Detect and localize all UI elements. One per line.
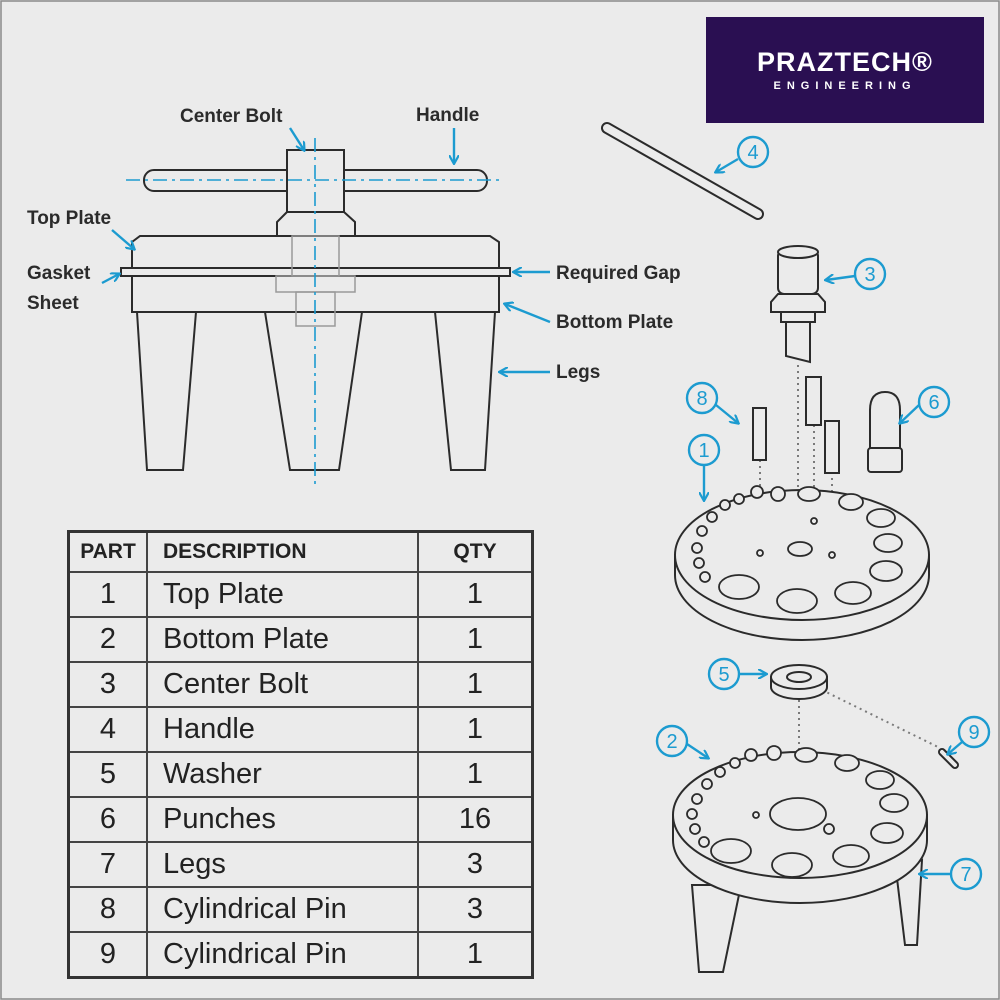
svg-text:5: 5 — [718, 664, 729, 686]
label-sheet: Sheet — [27, 293, 79, 314]
label-handle: Handle — [416, 105, 479, 126]
part-punch — [867, 390, 903, 473]
part-qty-cell: 3 — [417, 841, 534, 888]
label-center-bolt: Center Bolt — [180, 106, 283, 127]
label-bottom-plate: Bottom Plate — [556, 312, 673, 333]
brand-logo: PRAZTECH® ENGINEERING — [706, 17, 984, 123]
bolt-collar — [276, 211, 356, 237]
part-description-cell: Cylindrical Pin — [146, 886, 419, 933]
part-description-cell: Punches — [146, 796, 419, 843]
part-bottom-plate — [672, 745, 928, 973]
leader-arrows — [101, 127, 551, 372]
callout-3: 3 — [826, 257, 887, 291]
part-qty-cell: 1 — [417, 571, 534, 618]
center-lines — [126, 138, 500, 485]
callout-4: 4 — [716, 135, 770, 172]
arrow-gasket — [101, 274, 119, 285]
part-description-cell: Cylindrical Pin — [146, 931, 419, 979]
part-number-cell: 6 — [67, 796, 148, 843]
brand-tagline: ENGINEERING — [773, 79, 917, 92]
part-number-cell: 2 — [67, 616, 148, 663]
callouts: 4 3 8 6 1 5 9 — [655, 135, 991, 891]
callout-5: 5 — [707, 657, 766, 691]
part-number-cell: 4 — [67, 706, 148, 753]
leg-right — [433, 311, 497, 471]
part-qty-cell: 1 — [417, 661, 534, 708]
part-number-cell: 3 — [67, 661, 148, 708]
leg-left — [135, 311, 198, 471]
part-description-cell: Top Plate — [146, 571, 419, 618]
part-description-cell: Washer — [146, 751, 419, 798]
part-qty-cell: 16 — [417, 796, 534, 843]
part-description-cell: Handle — [146, 706, 419, 753]
header-description: DESCRIPTION — [146, 530, 419, 573]
callout-9: 9 — [948, 715, 991, 754]
part-washer — [770, 664, 828, 700]
part-top-plate — [674, 485, 930, 641]
callout-8: 8 — [685, 381, 738, 423]
part-description-cell: Bottom Plate — [146, 616, 419, 663]
part-number-cell: 1 — [67, 571, 148, 618]
part-center-bolt — [770, 245, 826, 364]
svg-text:6: 6 — [928, 392, 939, 414]
label-legs: Legs — [556, 362, 600, 383]
label-top-plate: Top Plate — [27, 208, 111, 229]
label-gasket: Gasket — [27, 263, 91, 284]
callout-1: 1 — [687, 433, 721, 500]
arrow-bottom-plate — [505, 304, 551, 324]
part-number-cell: 5 — [67, 751, 148, 798]
part-cylindrical-pins — [752, 376, 840, 474]
svg-text:7: 7 — [960, 864, 971, 886]
part-number-cell: 9 — [67, 931, 148, 979]
header-part: PART — [67, 530, 148, 573]
svg-text:3: 3 — [864, 264, 875, 286]
callout-6: 6 — [900, 385, 951, 423]
svg-text:2: 2 — [666, 731, 677, 753]
part-qty-cell: 3 — [417, 886, 534, 933]
part-number-cell: 7 — [67, 841, 148, 888]
svg-text:8: 8 — [696, 388, 707, 410]
parts-table-header: PART DESCRIPTION QTY — [67, 530, 534, 573]
arrow-center-bolt — [288, 127, 304, 150]
part-qty-cell: 1 — [417, 616, 534, 663]
callout-2: 2 — [655, 724, 708, 758]
arrow-top-plate — [111, 229, 134, 249]
part-qty-cell: 1 — [417, 751, 534, 798]
brand-name: PRAZTECH® — [757, 46, 933, 77]
callout-7: 7 — [920, 857, 983, 891]
svg-text:4: 4 — [747, 142, 758, 164]
part-qty-cell: 1 — [417, 931, 534, 979]
leg-middle — [263, 311, 364, 471]
svg-text:1: 1 — [698, 440, 709, 462]
header-qty: QTY — [417, 530, 534, 573]
part-qty-cell: 1 — [417, 706, 534, 753]
label-required-gap: Required Gap — [556, 263, 681, 284]
part-number-cell: 8 — [67, 886, 148, 933]
part-description-cell: Legs — [146, 841, 419, 888]
part-description-cell: Center Bolt — [146, 661, 419, 708]
svg-text:9: 9 — [968, 722, 979, 744]
